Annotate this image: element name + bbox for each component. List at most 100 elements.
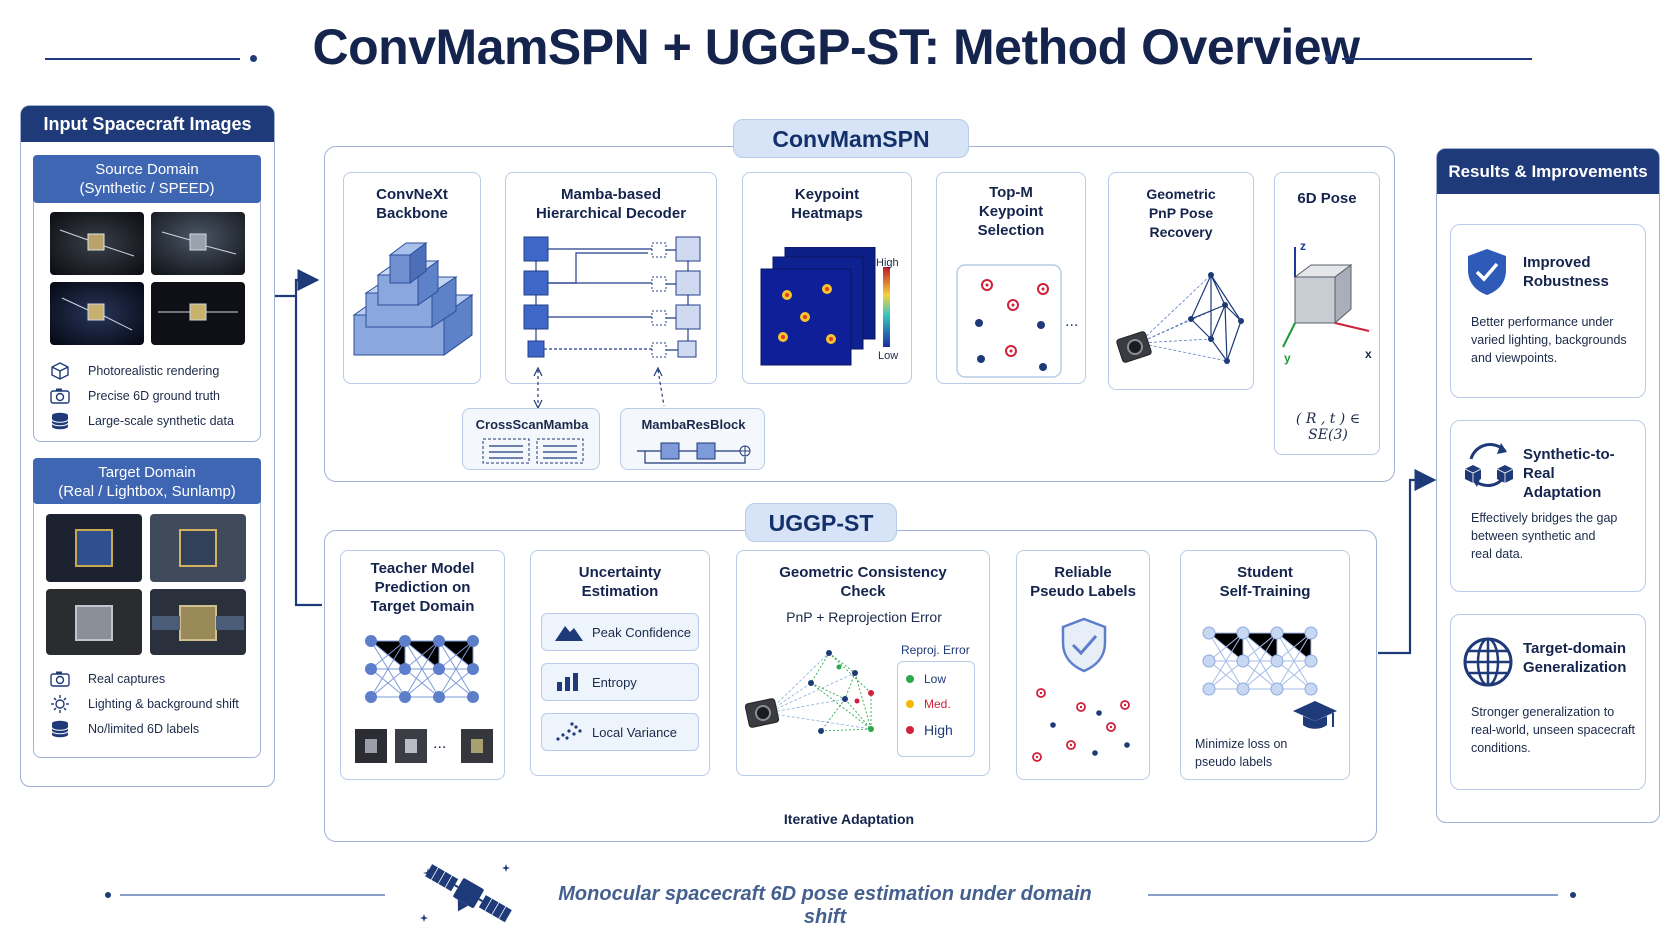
metric-peak-confidence: Peak Confidence bbox=[541, 613, 699, 651]
footer-rule-left bbox=[120, 894, 385, 896]
reprojection-diagram bbox=[745, 650, 874, 734]
heatmap-stack bbox=[760, 247, 890, 366]
reproj-legend: Low Med. High bbox=[897, 661, 975, 757]
shield-check-icon bbox=[1468, 249, 1506, 295]
student-network-icon bbox=[1202, 626, 1318, 696]
heatmap-colorbar bbox=[883, 267, 890, 347]
target-feature-text: No/limited 6D labels bbox=[88, 721, 200, 736]
backbone-blocks-icon bbox=[352, 242, 474, 356]
reproj-error-title: Reproj. Error bbox=[901, 643, 970, 657]
results-heading: Results & Improvements bbox=[1437, 149, 1659, 194]
page-title: ConvMamSPN + UGGP-ST: Method Overview bbox=[312, 19, 1360, 75]
pose-formula: ( R , t ) ∈ SE(3) bbox=[1295, 411, 1361, 443]
target-feature-text: Lighting & background shift bbox=[88, 696, 239, 711]
stage-6d-pose: 6D Pose z x y ( R , t ) ∈ SE(3) bbox=[1274, 172, 1380, 455]
camera-icon bbox=[50, 671, 70, 687]
input-to-uggp-line bbox=[294, 296, 322, 607]
legend-row: Med. bbox=[906, 697, 951, 711]
input-panel-heading: Input Spacecraft Images bbox=[21, 106, 274, 142]
heatmap-high-label: High bbox=[876, 257, 899, 269]
globe-icon bbox=[1463, 637, 1513, 687]
legend-row: High bbox=[906, 722, 953, 738]
heatmap-low-label: Low bbox=[878, 350, 899, 362]
sync-cubes-icon bbox=[1464, 443, 1514, 487]
axis-x-label: x bbox=[1365, 347, 1372, 361]
target-feature-row: Lighting & background shift bbox=[50, 691, 255, 716]
source-feature-row: Precise 6D ground truth bbox=[50, 383, 255, 408]
source-feature-text: Large-scale synthetic data bbox=[88, 413, 234, 428]
module-crossscanmamba: CrossScanMamba bbox=[462, 408, 600, 470]
legend-label: Low bbox=[924, 672, 947, 686]
title-rule-right bbox=[1342, 58, 1532, 60]
target-feature-row: Real captures bbox=[50, 666, 255, 691]
legend-row: Low bbox=[906, 672, 946, 686]
iterative-adaptation-label: Iterative Adaptation bbox=[770, 811, 928, 827]
footer-caption: Monocular spacecraft 6D pose estimation … bbox=[558, 883, 1092, 928]
metric-label: Local Variance bbox=[592, 724, 678, 740]
input-to-convmamspn-arrow bbox=[275, 269, 320, 298]
legend-swatch-high bbox=[906, 726, 914, 734]
target-thumbnails bbox=[46, 514, 246, 655]
geometric-subtitle: PnP + Reprojection Error bbox=[786, 609, 942, 625]
peak-icon bbox=[555, 626, 583, 641]
target-feature-row: No/limited 6D labels bbox=[50, 716, 255, 741]
teacher-network-icon bbox=[365, 635, 479, 703]
legend-swatch-low bbox=[906, 675, 914, 683]
axis-z-label: z bbox=[1300, 239, 1306, 253]
camera-icon bbox=[745, 698, 780, 728]
sun-icon bbox=[51, 694, 69, 713]
graduation-cap-icon bbox=[1293, 701, 1337, 729]
legend-label: High bbox=[924, 722, 953, 738]
shield-check-icon bbox=[1061, 617, 1107, 673]
decoder-diagram bbox=[523, 236, 701, 358]
pose-axes-cube bbox=[1282, 247, 1370, 348]
satellite-icon bbox=[59, 229, 238, 331]
teacher-ellipsis: ... bbox=[433, 735, 447, 752]
metric-local-variance: Local Variance bbox=[541, 713, 699, 751]
satellite-icon bbox=[420, 864, 512, 923]
camera-icon bbox=[1116, 331, 1152, 363]
source-domain-heading: Source Domain (Synthetic / SPEED) bbox=[33, 155, 261, 203]
source-feature-text: Photorealistic rendering bbox=[88, 363, 220, 378]
camera-icon bbox=[50, 388, 70, 404]
bar-chart-icon bbox=[557, 673, 578, 691]
topm-keypoints bbox=[956, 264, 1062, 378]
cube-icon bbox=[51, 361, 69, 380]
target-feature-text: Real captures bbox=[88, 671, 166, 686]
metric-entropy: Entropy bbox=[541, 663, 699, 701]
footer-rule-right bbox=[1148, 894, 1558, 896]
topm-ellipsis: ... bbox=[1065, 313, 1079, 330]
teacher-sample-images bbox=[355, 729, 493, 763]
footer-dot-right bbox=[1570, 892, 1576, 898]
convmamspn-label: ConvMamSPN bbox=[733, 119, 969, 158]
pnp-diagram bbox=[1116, 272, 1244, 364]
target-feature-list: Real captures Lighting & background shif… bbox=[50, 666, 255, 741]
uggp-to-results-arrow bbox=[1378, 469, 1437, 655]
legend-label: Med. bbox=[924, 697, 951, 711]
footer-dot-left bbox=[105, 892, 111, 898]
target-domain-heading: Target Domain (Real / Lightbox, Sunlamp) bbox=[33, 458, 261, 504]
module-mambaresblock: MambaResBlock bbox=[620, 408, 765, 470]
module-label: MambaResBlock bbox=[641, 417, 746, 432]
